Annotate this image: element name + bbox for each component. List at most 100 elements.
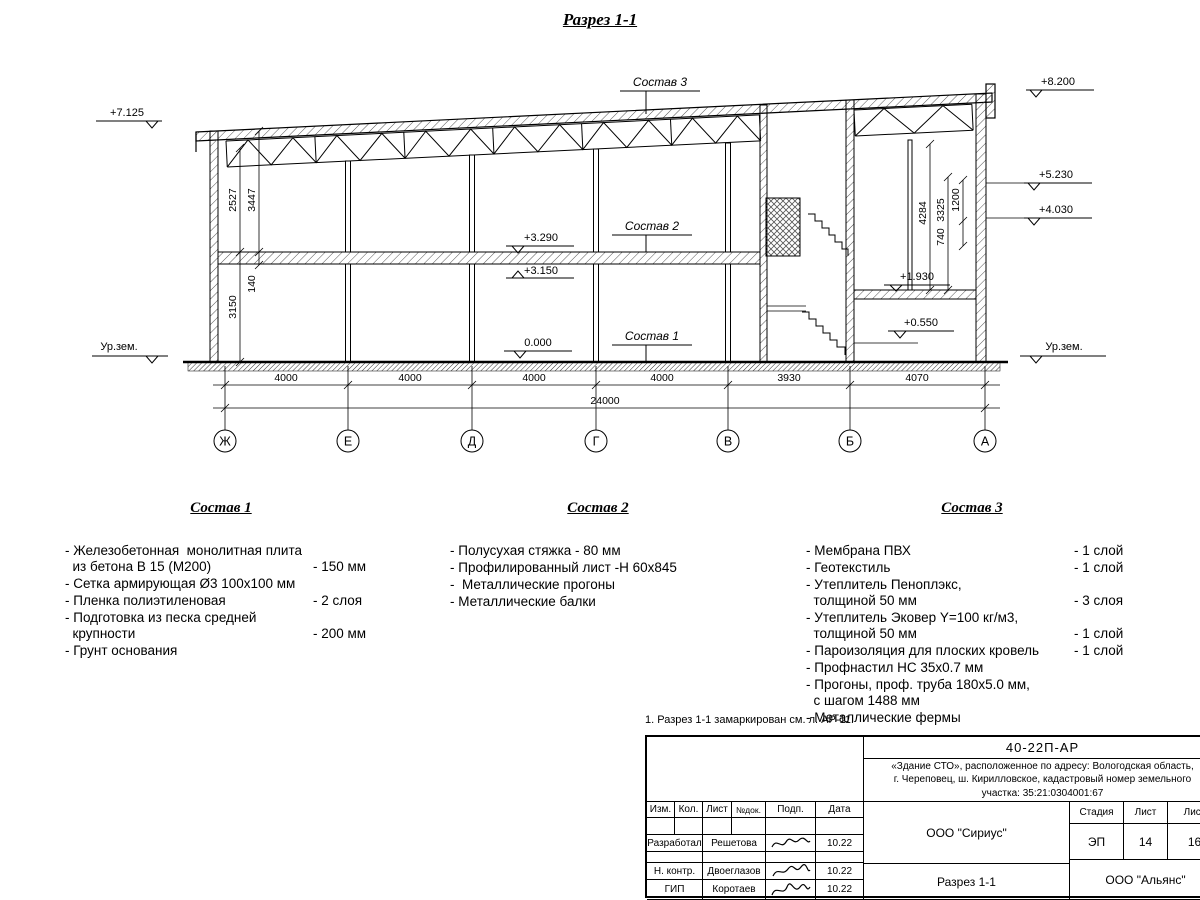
axis-label: В — [724, 435, 732, 449]
list-item: - Утеплитель Пеноплэкс, толщиной 50 мм -… — [806, 577, 1138, 609]
item-name: - Профнастил НС 35х0.7 мм — [806, 660, 984, 675]
sheet-value: 14 — [1124, 824, 1168, 860]
elevation-marks: +7.125 +8.200 +5.230 +4.030 +3.290 — [92, 76, 1106, 364]
hdim-label: 4000 — [274, 372, 298, 384]
axis-label: Ж — [219, 435, 231, 449]
vdim-label: 1200 — [950, 188, 962, 212]
col-header-podp: Подп. — [766, 802, 816, 818]
sheets-header: Лист — [1168, 802, 1200, 824]
signer-date: 10.22 — [816, 863, 864, 880]
sheet-header: Лист — [1124, 802, 1168, 824]
titleblock-empty-cell — [647, 737, 864, 802]
signer-date: 10.22 — [816, 880, 864, 900]
col-header-kol: Кол. — [675, 802, 703, 818]
item-name: - Профилированный лист -Н 60х845 — [450, 560, 677, 575]
axis-label: А — [981, 435, 990, 449]
axis-label: Д — [468, 435, 477, 449]
item-name: - Пленка полиэтиленовая — [65, 593, 226, 608]
signer-row-empty — [703, 852, 766, 863]
elevation-mark-floor-top: +3.290 — [506, 232, 574, 254]
composition-3-list: - Мембрана ПВХ - 1 слой - Геотекстиль - … — [806, 543, 1138, 726]
elevation-label: +8.200 — [1041, 76, 1075, 88]
hdim-label: 4000 — [398, 372, 422, 384]
sostav-leader-labels: Состав 3 Состав 2 Состав 1 — [612, 75, 700, 362]
vdim-label: 3150 — [227, 295, 239, 319]
title-block: Изм. Кол. Лист №док. Подп. Дата Разработ… — [645, 735, 1200, 900]
drawing-name: Разрез 1-1 — [864, 864, 1070, 900]
composition-1: Состав 1 - Железобетонная монолитная пли… — [65, 500, 377, 660]
item-name: - Утеплитель Пеноплэкс, толщиной 50 мм — [806, 577, 962, 608]
axis-label: Б — [846, 435, 854, 449]
composition-2: Состав 2 - Полусухая стяжка - 80 мм - Пр… — [450, 500, 746, 611]
elevation-mark-right-top: +8.200 — [1026, 76, 1094, 98]
list-item: - Прогоны, проф. труба 180х5.0 мм, с шаг… — [806, 677, 1138, 709]
roof-truss-right — [853, 103, 974, 137]
roof — [195, 83, 996, 152]
elevation-label: +1.930 — [900, 271, 934, 283]
stairs — [802, 213, 849, 355]
roof-truss-left — [225, 114, 762, 168]
vdim-label: 2527 — [227, 188, 239, 212]
composition-3-title: Состав 3 — [941, 500, 1003, 516]
elevation-label: +7.125 — [110, 107, 144, 119]
item-value: - 3 слоя — [1074, 593, 1124, 608]
horizontal-dimensions: 4000 4000 4000 4000 3930 4070 24000 — [213, 366, 1000, 430]
composition-1-list: - Железобетонная монолитная плита из бет… — [65, 543, 377, 659]
item-value: - 150 мм — [313, 559, 367, 574]
columns — [345, 139, 913, 363]
elevation-mark-floor: +3.150 — [506, 265, 574, 279]
col-header-ndok: №док. — [732, 802, 766, 818]
drawing-title: Разрез 1-1 — [562, 10, 638, 29]
item-value: - 1 слой — [1074, 626, 1124, 641]
vdim-label: 3325 — [935, 198, 947, 222]
elevation-mark-left-roof: +7.125 — [96, 107, 162, 129]
axis-label: Е — [344, 435, 352, 449]
composition-2-title: Состав 2 — [567, 500, 629, 516]
elevation-mark-right-upper: +5.230 — [986, 169, 1092, 191]
composition-1-title: Состав 1 — [190, 500, 252, 516]
list-item: - Полусухая стяжка - 80 мм — [450, 543, 746, 559]
signature — [766, 863, 816, 880]
sostav1-leader: Состав 1 — [612, 329, 692, 362]
item-name: - Утеплитель Эковер Y=100 кг/м3, толщино… — [806, 610, 1019, 641]
signature — [766, 835, 816, 852]
list-item: - Профнастил НС 35х0.7 мм — [806, 660, 1138, 676]
change-row-cell — [675, 818, 703, 835]
item-name: - Полусухая стяжка - 80 мм — [450, 543, 621, 558]
change-row-cell — [732, 818, 766, 835]
total-dim-label: 24000 — [590, 395, 619, 407]
item-value: - 200 мм — [313, 626, 367, 641]
elevation-label: +5.230 — [1039, 169, 1073, 181]
change-row-cell — [647, 818, 675, 835]
vdim-label: 3447 — [246, 188, 258, 212]
ground-level-mark-left: Ур.зем. — [92, 341, 168, 364]
elevation-mark-mezzanine: +1.930 — [884, 271, 950, 292]
sheets-value: 16 — [1168, 824, 1200, 860]
elevation-label: +3.290 — [524, 232, 558, 244]
elevation-mark-zero: 0.000 — [504, 337, 572, 359]
item-value: - 1 слой — [1074, 643, 1124, 658]
floor-slabs — [217, 251, 977, 344]
col-header-data: Дата — [816, 802, 864, 818]
signer-name: Коротаев — [703, 880, 766, 900]
item-value: - 1 слой — [1074, 543, 1124, 558]
vertical-dimensions-right: 4284 3325 1200 740 — [917, 139, 968, 295]
signer-row-empty — [816, 852, 864, 863]
axis-label: Г — [593, 435, 600, 449]
vertical-dimensions-left: 2527 3447 3150 140 — [227, 126, 264, 367]
list-item: - Железобетонная монолитная плита из бет… — [65, 543, 377, 575]
signer-role: Н. контр. — [647, 863, 703, 880]
change-row-cell — [816, 818, 864, 835]
change-row-cell — [703, 818, 732, 835]
item-name: - Геотекстиль — [806, 560, 891, 575]
ground-level-label: Ур.зем. — [1045, 341, 1082, 353]
signer-role: Разработал — [647, 835, 703, 852]
signer-row-empty — [766, 852, 816, 863]
vdim-label: 140 — [246, 275, 258, 293]
composition-2-list: - Полусухая стяжка - 80 мм - Профилирова… — [450, 543, 746, 610]
vdim-label: 740 — [935, 228, 947, 246]
walls — [209, 93, 987, 363]
ground-level-label: Ур.зем. — [100, 341, 137, 353]
item-name: - Сетка армирующая Ø3 100х100 мм — [65, 576, 296, 591]
elevation-label: +0.550 — [904, 317, 938, 329]
